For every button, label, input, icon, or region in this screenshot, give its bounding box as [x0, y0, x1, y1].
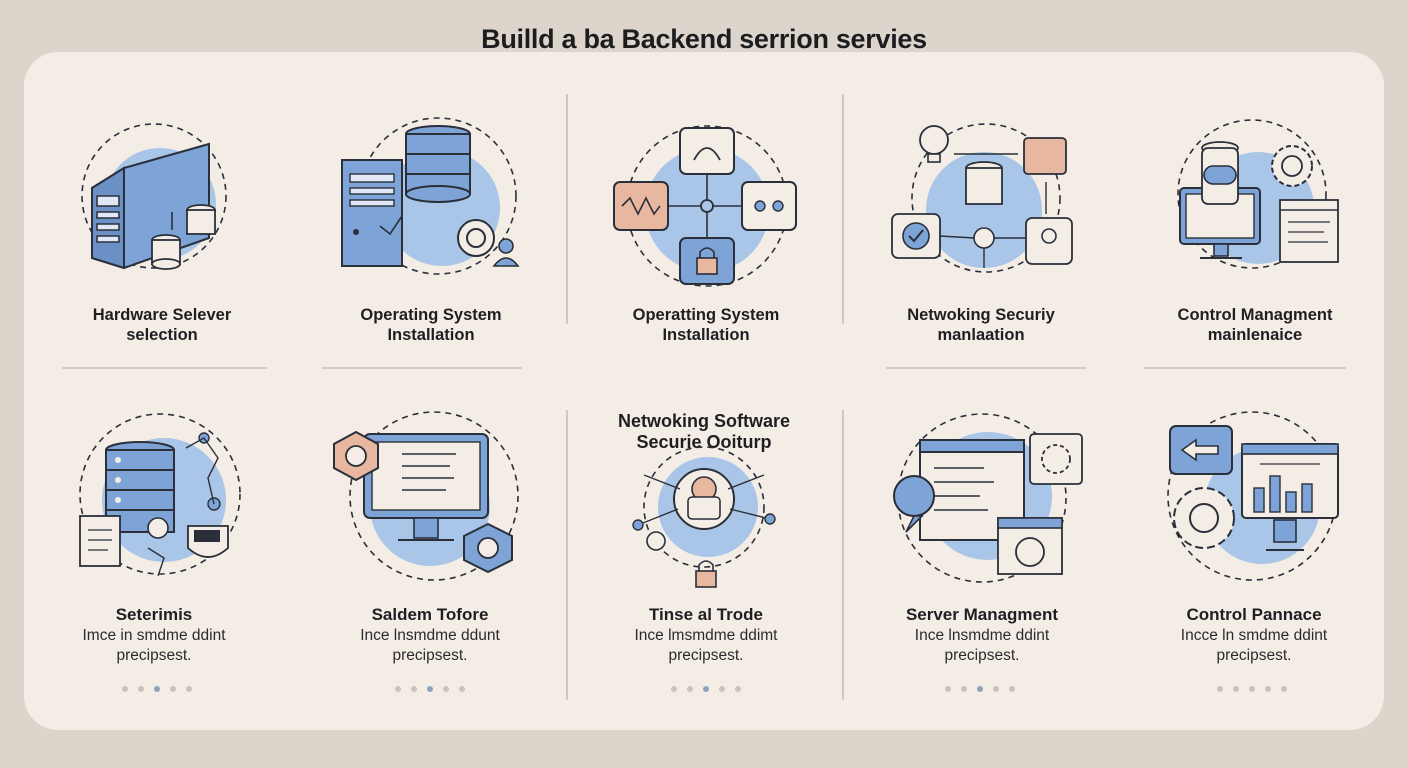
- step-label: Control Managment mainlenaice: [1105, 305, 1405, 345]
- divider: [566, 410, 568, 700]
- divider: [886, 367, 1086, 369]
- page-dot[interactable]: [1217, 686, 1223, 692]
- step-label-line: Operating System: [360, 306, 502, 324]
- card-desc: Ince lnsmdme ddint: [914, 627, 1050, 644]
- card-text: Tinse al Trode Ince lmsmdme ddimt precip…: [556, 605, 856, 665]
- step-label-line: selection: [126, 326, 198, 344]
- page-dot[interactable]: [687, 686, 693, 692]
- divider: [322, 367, 522, 369]
- page-dot[interactable]: [443, 686, 449, 692]
- card-desc: precipsest.: [1216, 647, 1292, 664]
- page-title: Builld a ba Backend serrion servies: [481, 24, 927, 54]
- page-dot-active[interactable]: [154, 686, 160, 692]
- divider: [1144, 367, 1346, 369]
- card-text: Server Managment Ince lnsmdme ddint prec…: [832, 605, 1132, 665]
- page-dot[interactable]: [1233, 686, 1239, 692]
- card-desc: precipsest.: [116, 647, 192, 664]
- page-dot[interactable]: [459, 686, 465, 692]
- page-dot[interactable]: [411, 686, 417, 692]
- card-title: Seterimis: [115, 605, 193, 624]
- page-dot[interactable]: [1009, 686, 1015, 692]
- control-monitor-icon: [1177, 119, 1339, 269]
- page-dot[interactable]: [1265, 686, 1271, 692]
- page-dot[interactable]: [122, 686, 128, 692]
- card-desc: Ince lnsmdme ddunt: [360, 627, 500, 644]
- center-heading-line: Securie Ooiturp: [636, 432, 772, 452]
- page-dot[interactable]: [186, 686, 192, 692]
- page-dot[interactable]: [395, 686, 401, 692]
- pagination-dots: [1192, 686, 1312, 692]
- page-dot[interactable]: [719, 686, 725, 692]
- step-label-line: Installation: [387, 326, 475, 344]
- step-label-line: Hardware Selever: [92, 306, 232, 324]
- card-desc: precipsest.: [392, 647, 468, 664]
- page-dot[interactable]: [1281, 686, 1287, 692]
- divider: [62, 367, 267, 369]
- card-desc: Ince lmsmdme ddimt: [634, 627, 778, 644]
- divider: [842, 410, 844, 700]
- monitor-config-icon: [333, 411, 519, 581]
- page-dot[interactable]: [993, 686, 999, 692]
- database-server-icon: [341, 117, 520, 275]
- page-dot[interactable]: [1249, 686, 1255, 692]
- page-dot[interactable]: [671, 686, 677, 692]
- pagination-dots: [920, 686, 1040, 692]
- center-heading-line: Netwoking Software: [617, 411, 791, 431]
- step-label-line: Operatting System: [632, 306, 780, 324]
- network-security-icon: [891, 123, 1073, 273]
- card-title: Tinse al Trode: [648, 605, 763, 624]
- control-panel-icon: [1167, 411, 1339, 581]
- pagination-dots: [646, 686, 766, 692]
- pagination-dots: [370, 686, 490, 692]
- card-title: Server Managment: [905, 605, 1059, 624]
- page-dot[interactable]: [170, 686, 176, 692]
- security-lock-icon: [632, 446, 776, 588]
- step-label-line: manlaation: [937, 326, 1025, 344]
- page-dot[interactable]: [735, 686, 741, 692]
- card-desc: precipsest.: [944, 647, 1020, 664]
- card-text: Seterimis Imce in smdme ddint precipsest…: [4, 605, 304, 665]
- divider: [566, 94, 568, 324]
- database-cluster-icon: [79, 413, 241, 577]
- page-dot-active[interactable]: [977, 686, 983, 692]
- card-title: Saldem Tofore: [371, 605, 489, 624]
- page-dot[interactable]: [961, 686, 967, 692]
- page-dot[interactable]: [138, 686, 144, 692]
- server-management-icon: [893, 413, 1083, 583]
- card-desc: precipsest.: [668, 647, 744, 664]
- card-text: Control Pannace Incce ln smdme ddint pre…: [1104, 605, 1404, 665]
- step-label: Netwoking Securiy manlaation: [831, 305, 1131, 345]
- server-hardware-icon: [81, 123, 227, 270]
- page-dot-active[interactable]: [703, 686, 709, 692]
- pagination-dots: [97, 686, 217, 692]
- step-label-line: Netwoking Securiy: [907, 306, 1055, 324]
- step-label-line: mainlenaice: [1207, 326, 1303, 344]
- card-text: Saldem Tofore Ince lnsmdme ddunt precips…: [280, 605, 580, 665]
- card-title: Control Pannace: [1186, 605, 1322, 624]
- step-label-line: Control Managment: [1177, 306, 1333, 324]
- step-label: Hardware Selever selection: [12, 305, 312, 345]
- network-hub-icon: [613, 125, 797, 287]
- page-dot-active[interactable]: [427, 686, 433, 692]
- step-label-line: Installation: [662, 326, 750, 344]
- card-desc: Incce ln smdme ddint: [1180, 627, 1328, 644]
- card-desc: Imce in smdme ddint: [82, 627, 226, 644]
- divider: [842, 94, 844, 324]
- page-dot[interactable]: [945, 686, 951, 692]
